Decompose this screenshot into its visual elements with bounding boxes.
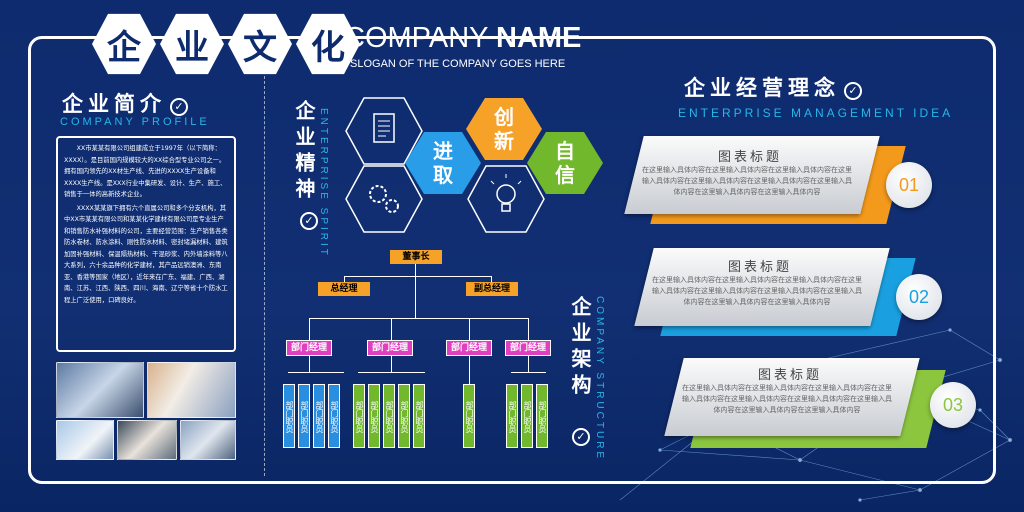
main-title: 企 业 文 化 (92, 12, 360, 76)
org-staff: 部门职员 (353, 384, 365, 448)
card-title: 图表标题 (727, 260, 792, 275)
check-circle-icon: ✓ (844, 81, 862, 100)
org-dept-manager: 部门经理 (446, 340, 492, 356)
spirit-heading: 企业精神 (290, 100, 319, 204)
org-staff: 部门职员 (328, 384, 340, 448)
title-char: 业 (175, 27, 209, 68)
card-title: 图表标题 (757, 368, 822, 383)
card-title: 图表标题 (717, 150, 782, 165)
org-staff: 部门职员 (298, 384, 310, 448)
spirit-title: 企业精神 (292, 100, 316, 204)
card-content: 图表标题 在这里输入具体内容在这里输入具体内容在这里输入具体内容在这里输入具体内… (682, 364, 898, 416)
idea-heading: 企业经营理念✓ (684, 72, 862, 102)
title-hex: 企 (92, 13, 156, 75)
card-body: 在这里输入具体内容在这里输入具体内容在这里输入具体内容在这里输入具体内容在这里输… (682, 384, 892, 414)
check-circle-icon: ✓ (572, 428, 590, 446)
spirit-hex-zixin: 自信 (527, 131, 603, 195)
card-number: 02 (896, 274, 942, 320)
structure-subtitle: COMPANY STRUCTURE (594, 296, 605, 462)
title-char: 文 (243, 27, 277, 68)
org-staff: 部门职员 (313, 384, 325, 448)
profile-text-box: XX市某某有限公司组建成立于1997年（以下简称：XXXX）。是目前国内规模较大… (56, 136, 236, 352)
section-divider (264, 76, 265, 476)
org-dept-manager: 部门经理 (367, 340, 413, 356)
org-deputy-manager: 副总经理 (466, 282, 518, 296)
photo-laptop (56, 362, 144, 418)
title-hex: 文 (228, 13, 292, 75)
title-char: 企 (107, 27, 141, 68)
org-staff: 部门职员 (283, 384, 295, 448)
photo-team (117, 420, 177, 460)
idea-title: 企业经营理念 (684, 76, 840, 100)
profile-title: 企业简介 (62, 92, 166, 116)
org-dept-manager: 部门经理 (286, 340, 332, 356)
photo-tablet (56, 420, 114, 460)
org-staff: 部门职员 (383, 384, 395, 448)
card-body: 在这里输入具体内容在这里输入具体内容在这里输入具体内容在这里输入具体内容在这里输… (652, 276, 862, 306)
card-content: 图表标题 在这里输入具体内容在这里输入具体内容在这里输入具体内容在这里输入具体内… (652, 256, 868, 308)
org-staff: 部门职员 (398, 384, 410, 448)
card-number: 01 (886, 162, 932, 208)
idea-subtitle: ENTERPRISE MANAGEMENT IDEA (678, 106, 954, 120)
title-hex: 业 (160, 13, 224, 75)
title-char: 化 (311, 27, 345, 68)
org-staff: 部门职员 (536, 384, 548, 448)
org-dept-manager: 部门经理 (505, 340, 551, 356)
spirit-subtitle: ENTERPRISE SPIRIT (318, 108, 329, 258)
card-body: 在这里输入具体内容在这里输入具体内容在这里输入具体内容在这里输入具体内容在这里输… (642, 166, 852, 196)
profile-heading: 企业简介✓ (62, 88, 188, 118)
company-name-light: COMPANY (344, 22, 497, 54)
company-name-bold: NAME (496, 22, 582, 54)
org-general-manager: 总经理 (318, 282, 370, 296)
org-chairman: 董事长 (390, 250, 442, 264)
main-frame (28, 36, 996, 484)
gears-hex (345, 165, 423, 233)
lightbulb-hex (467, 165, 545, 233)
check-circle-icon: ✓ (300, 212, 318, 230)
profile-subtitle: COMPANY PROFILE (60, 116, 210, 128)
photo-handshake (147, 362, 236, 418)
slogan: SLOGAN OF THE COMPANY GOES HERE (350, 58, 566, 70)
org-staff: 部门职员 (521, 384, 533, 448)
photo-meeting (180, 420, 236, 460)
org-staff: 部门职员 (506, 384, 518, 448)
check-circle-icon: ✓ (170, 97, 188, 116)
structure-heading: 企业架构 (566, 296, 595, 400)
spirit-word: 自信 (555, 139, 575, 187)
structure-title: 企业架构 (568, 296, 592, 400)
org-staff: 部门职员 (368, 384, 380, 448)
org-staff: 部门职员 (463, 384, 475, 448)
card-number: 03 (930, 382, 976, 428)
company-name: COMPANY NAME (344, 22, 581, 55)
profile-paragraph: XX市某某有限公司组建成立于1997年（以下简称：XXXX）。是目前国内规模较大… (64, 145, 227, 198)
profile-paragraph: XXXX某某旗下拥有六个直属公司和多个分支机构，其中XX市某某有限公司和某某化学… (64, 204, 228, 304)
org-staff: 部门职员 (413, 384, 425, 448)
spirit-word: 创新 (494, 105, 514, 153)
document-hex (345, 97, 423, 165)
spirit-word: 进取 (433, 139, 453, 187)
card-content: 图表标题 在这里输入具体内容在这里输入具体内容在这里输入具体内容在这里输入具体内… (642, 146, 858, 198)
